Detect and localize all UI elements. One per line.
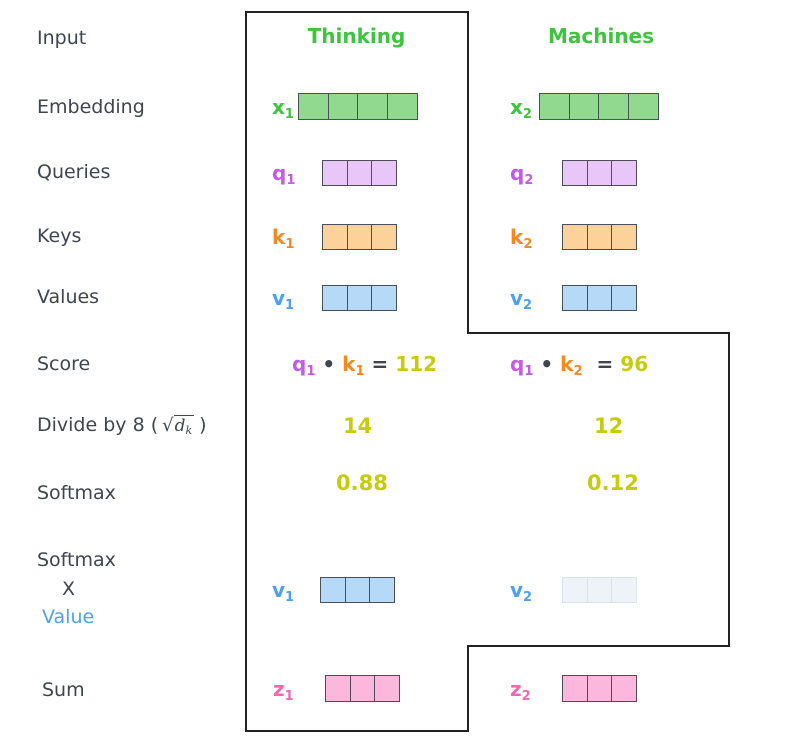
- v2-label: v2: [510, 286, 533, 313]
- score2-q: q1: [510, 352, 534, 379]
- vector-cell: [322, 160, 348, 186]
- vector-cell: [562, 224, 588, 250]
- vector-cell: [386, 93, 418, 120]
- vector-cell: [611, 577, 637, 603]
- score1-q: q1: [292, 352, 316, 379]
- vector-cell: [568, 93, 600, 120]
- row-label-score: Score: [37, 353, 91, 375]
- vector-cell: [371, 285, 397, 311]
- vector-cell: [586, 224, 613, 250]
- vector-cell: [298, 93, 329, 120]
- vector-cell: [346, 285, 373, 311]
- score-equation-machines: q1•k2 =96: [510, 352, 649, 379]
- vector-cell: [562, 160, 588, 186]
- vector-cell: [539, 93, 570, 120]
- x1-vector: [298, 93, 418, 120]
- sqrt-radical-icon: √: [162, 415, 174, 436]
- vector-cell: [586, 285, 613, 311]
- vector-cell: [586, 160, 613, 186]
- v1-vector: [322, 285, 397, 311]
- vector-cell: [346, 224, 373, 250]
- x2-label: x2: [510, 95, 532, 122]
- softmax-value-thinking: 0.88: [336, 471, 388, 495]
- z2-vector: [562, 675, 637, 702]
- k2-vector: [562, 224, 637, 250]
- vector-cell: [371, 224, 397, 250]
- k2-label: k2: [510, 225, 533, 252]
- row-label-softmax-x-value-line3: Value: [42, 606, 95, 628]
- vector-cell: [371, 160, 397, 186]
- vector-cell: [357, 93, 388, 120]
- z1-label: z1: [273, 677, 294, 704]
- row-label-embedding: Embedding: [37, 96, 145, 118]
- row-label-input: Input: [37, 27, 87, 49]
- vector-cell: [611, 285, 637, 311]
- q2-vector: [562, 160, 637, 186]
- score-equation-thinking: q1•k1=112: [292, 352, 438, 379]
- vector-cell: [374, 675, 400, 702]
- vector-cell: [562, 675, 588, 702]
- dot-product-icon: •: [322, 352, 336, 376]
- v1-weighted-label: v1: [272, 578, 295, 605]
- z2-label: z2: [510, 677, 531, 704]
- vector-cell: [562, 577, 588, 603]
- vector-cell: [349, 675, 376, 702]
- v1-weighted-vector: [320, 577, 395, 603]
- v2-weighted-label: v2: [510, 578, 533, 605]
- vector-cell: [611, 160, 637, 186]
- row-label-queries: Queries: [37, 161, 111, 183]
- row-label-softmax: Softmax: [37, 482, 116, 504]
- q2-label: q2: [510, 161, 534, 188]
- vector-cell: [327, 93, 359, 120]
- z1-vector: [325, 675, 400, 702]
- divide-radicand: dk: [173, 415, 195, 437]
- vector-cell: [611, 224, 637, 250]
- k1-vector: [322, 224, 397, 250]
- vector-cell: [369, 577, 395, 603]
- row-label-softmax-x-value-line1: Softmax: [37, 549, 116, 571]
- vector-cell: [598, 93, 629, 120]
- vector-cell: [627, 93, 659, 120]
- v1-label: v1: [272, 286, 295, 313]
- row-label-keys: Keys: [37, 225, 82, 247]
- vector-cell: [320, 577, 346, 603]
- row-label-softmax-x-value-line2: X: [62, 578, 76, 600]
- vector-cell: [611, 675, 637, 702]
- vector-cell: [586, 675, 613, 702]
- dot-product-icon: •: [540, 352, 554, 376]
- column-header-thinking: Thinking: [307, 24, 406, 48]
- vector-cell: [586, 577, 613, 603]
- row-label-sum: Sum: [42, 679, 85, 701]
- divide-suffix: ): [199, 414, 207, 436]
- q1-label: q1: [272, 161, 296, 188]
- vector-cell: [322, 285, 348, 311]
- x2-vector: [539, 93, 659, 120]
- divide-value-thinking: 14: [343, 414, 373, 438]
- softmax-value-machines: 0.12: [587, 471, 639, 495]
- vector-cell: [562, 285, 588, 311]
- vector-cell: [325, 675, 351, 702]
- vector-cell: [346, 160, 373, 186]
- score2-value: 96: [620, 352, 649, 376]
- score1-value: 112: [395, 352, 438, 376]
- divide-prefix: Divide by 8 (: [37, 414, 159, 436]
- v2-vector: [562, 285, 637, 311]
- vector-cell: [322, 224, 348, 250]
- score1-k: k1: [342, 352, 365, 379]
- row-label-values: Values: [37, 286, 100, 308]
- score1-equals: =: [371, 352, 389, 376]
- x1-label: x1: [272, 95, 294, 122]
- k1-label: k1: [272, 225, 295, 252]
- row-label-divide: Divide by 8 (√dk): [37, 414, 207, 438]
- column-header-machines: Machines: [547, 24, 655, 48]
- score2-equals: =: [596, 352, 614, 376]
- divide-value-machines: 12: [594, 414, 624, 438]
- q1-vector: [322, 160, 397, 186]
- vector-cell: [344, 577, 371, 603]
- score2-k: k2: [560, 352, 583, 379]
- v2-weighted-vector-faded: [562, 577, 637, 603]
